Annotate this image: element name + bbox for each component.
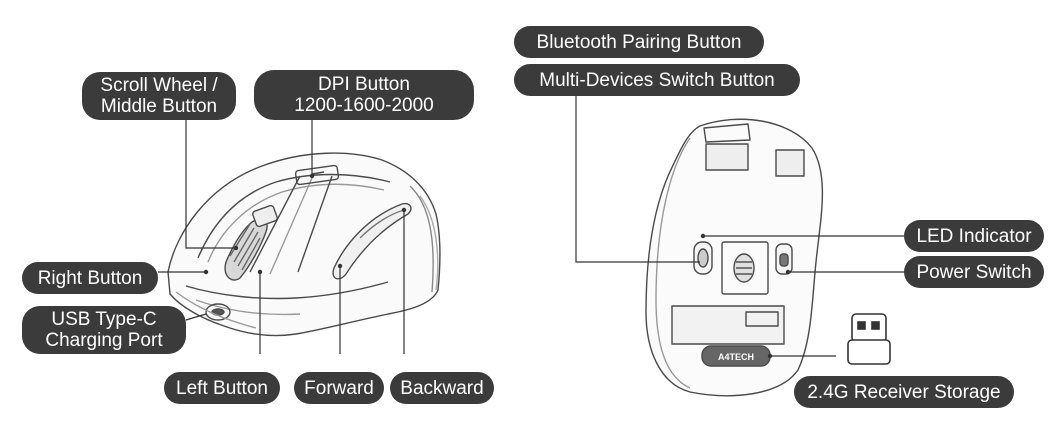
label-bluetooth-pairing: Bluetooth Pairing Button — [514, 26, 764, 58]
label-scroll-wheel: Scroll Wheel / Middle Button — [82, 72, 236, 120]
label-usb-port: USB Type-C Charging Port — [22, 306, 186, 354]
mouse-top-view — [167, 152, 441, 337]
label-scroll-wheel-line2: Middle Button — [100, 96, 218, 117]
mouse-bottom-view: A4TECH — [645, 118, 824, 397]
label-scroll-wheel-line1: Scroll Wheel / — [100, 75, 218, 96]
label-left-button-text: Left Button — [176, 377, 268, 399]
label-receiver-storage: 2.4G Receiver Storage — [794, 376, 1014, 408]
label-power-switch-text: Power Switch — [916, 261, 1032, 283]
label-left-button: Left Button — [164, 372, 280, 404]
label-dpi-button-line2: 1200-1600-2000 — [294, 95, 434, 116]
label-forward-text: Forward — [304, 377, 374, 399]
label-bluetooth-pairing-text: Bluetooth Pairing Button — [536, 31, 742, 53]
label-forward: Forward — [294, 372, 384, 404]
receiver-dongle — [847, 313, 891, 365]
bottom-logo: A4TECH — [718, 352, 754, 362]
label-usb-port-line1: USB Type-C — [51, 309, 157, 330]
leader-lines-top — [158, 120, 405, 354]
label-dpi-button: DPI Button 1200-1600-2000 — [254, 70, 474, 120]
label-backward-text: Backward — [400, 377, 484, 399]
label-led-indicator-text: LED Indicator — [916, 225, 1032, 247]
label-dpi-button-line1: DPI Button — [318, 74, 410, 95]
leader-lines-bottom — [575, 96, 904, 357]
label-led-indicator: LED Indicator — [904, 220, 1044, 252]
label-power-switch: Power Switch — [904, 256, 1044, 288]
leader-dots-top — [203, 173, 407, 275]
label-usb-port-line2: Charging Port — [45, 330, 163, 351]
label-right-button: Right Button — [22, 262, 158, 294]
label-backward: Backward — [390, 372, 494, 404]
label-multi-devices: Multi-Devices Switch Button — [514, 64, 800, 96]
label-multi-devices-text: Multi-Devices Switch Button — [539, 69, 775, 91]
label-receiver-storage-text: 2.4G Receiver Storage — [807, 381, 1001, 403]
leader-dots-bottom — [700, 233, 791, 359]
label-right-button-text: Right Button — [37, 267, 143, 289]
